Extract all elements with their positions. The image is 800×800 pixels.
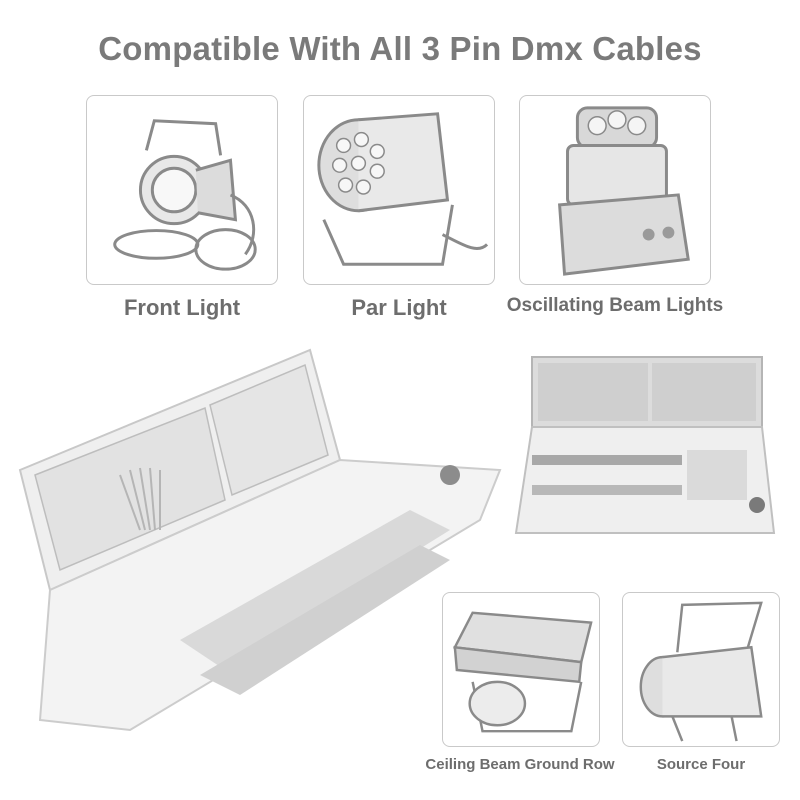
front-light-illustration-icon [113, 119, 257, 271]
ellipsoidal-spot-illustration-icon [639, 601, 763, 742]
strobe-label: Ceiling Beam Ground Row [425, 756, 615, 773]
page-title: Compatible With All 3 Pin Dmx Cables [98, 30, 702, 67]
small-console-illustration [512, 355, 780, 537]
lighting-console-illustration-icon [514, 356, 776, 534]
front-light-card [86, 95, 278, 285]
large-console-illustration [10, 340, 502, 740]
front-light-label: Front Light [123, 295, 241, 320]
strobe-card [442, 592, 600, 747]
par-light-illustration-icon [317, 112, 489, 266]
par-light-label: Par Light [351, 295, 447, 320]
beam-light-label: Oscillating Beam Lights [506, 295, 724, 316]
moving-head-illustration-icon [558, 106, 690, 276]
beam-light-card [519, 95, 711, 285]
led-strobe-illustration-icon [452, 611, 593, 733]
par-light-card [303, 95, 495, 285]
lighting-console-illustration-icon [18, 348, 502, 732]
source-four-card [622, 592, 780, 747]
source-four-label: Source Four [656, 756, 746, 773]
